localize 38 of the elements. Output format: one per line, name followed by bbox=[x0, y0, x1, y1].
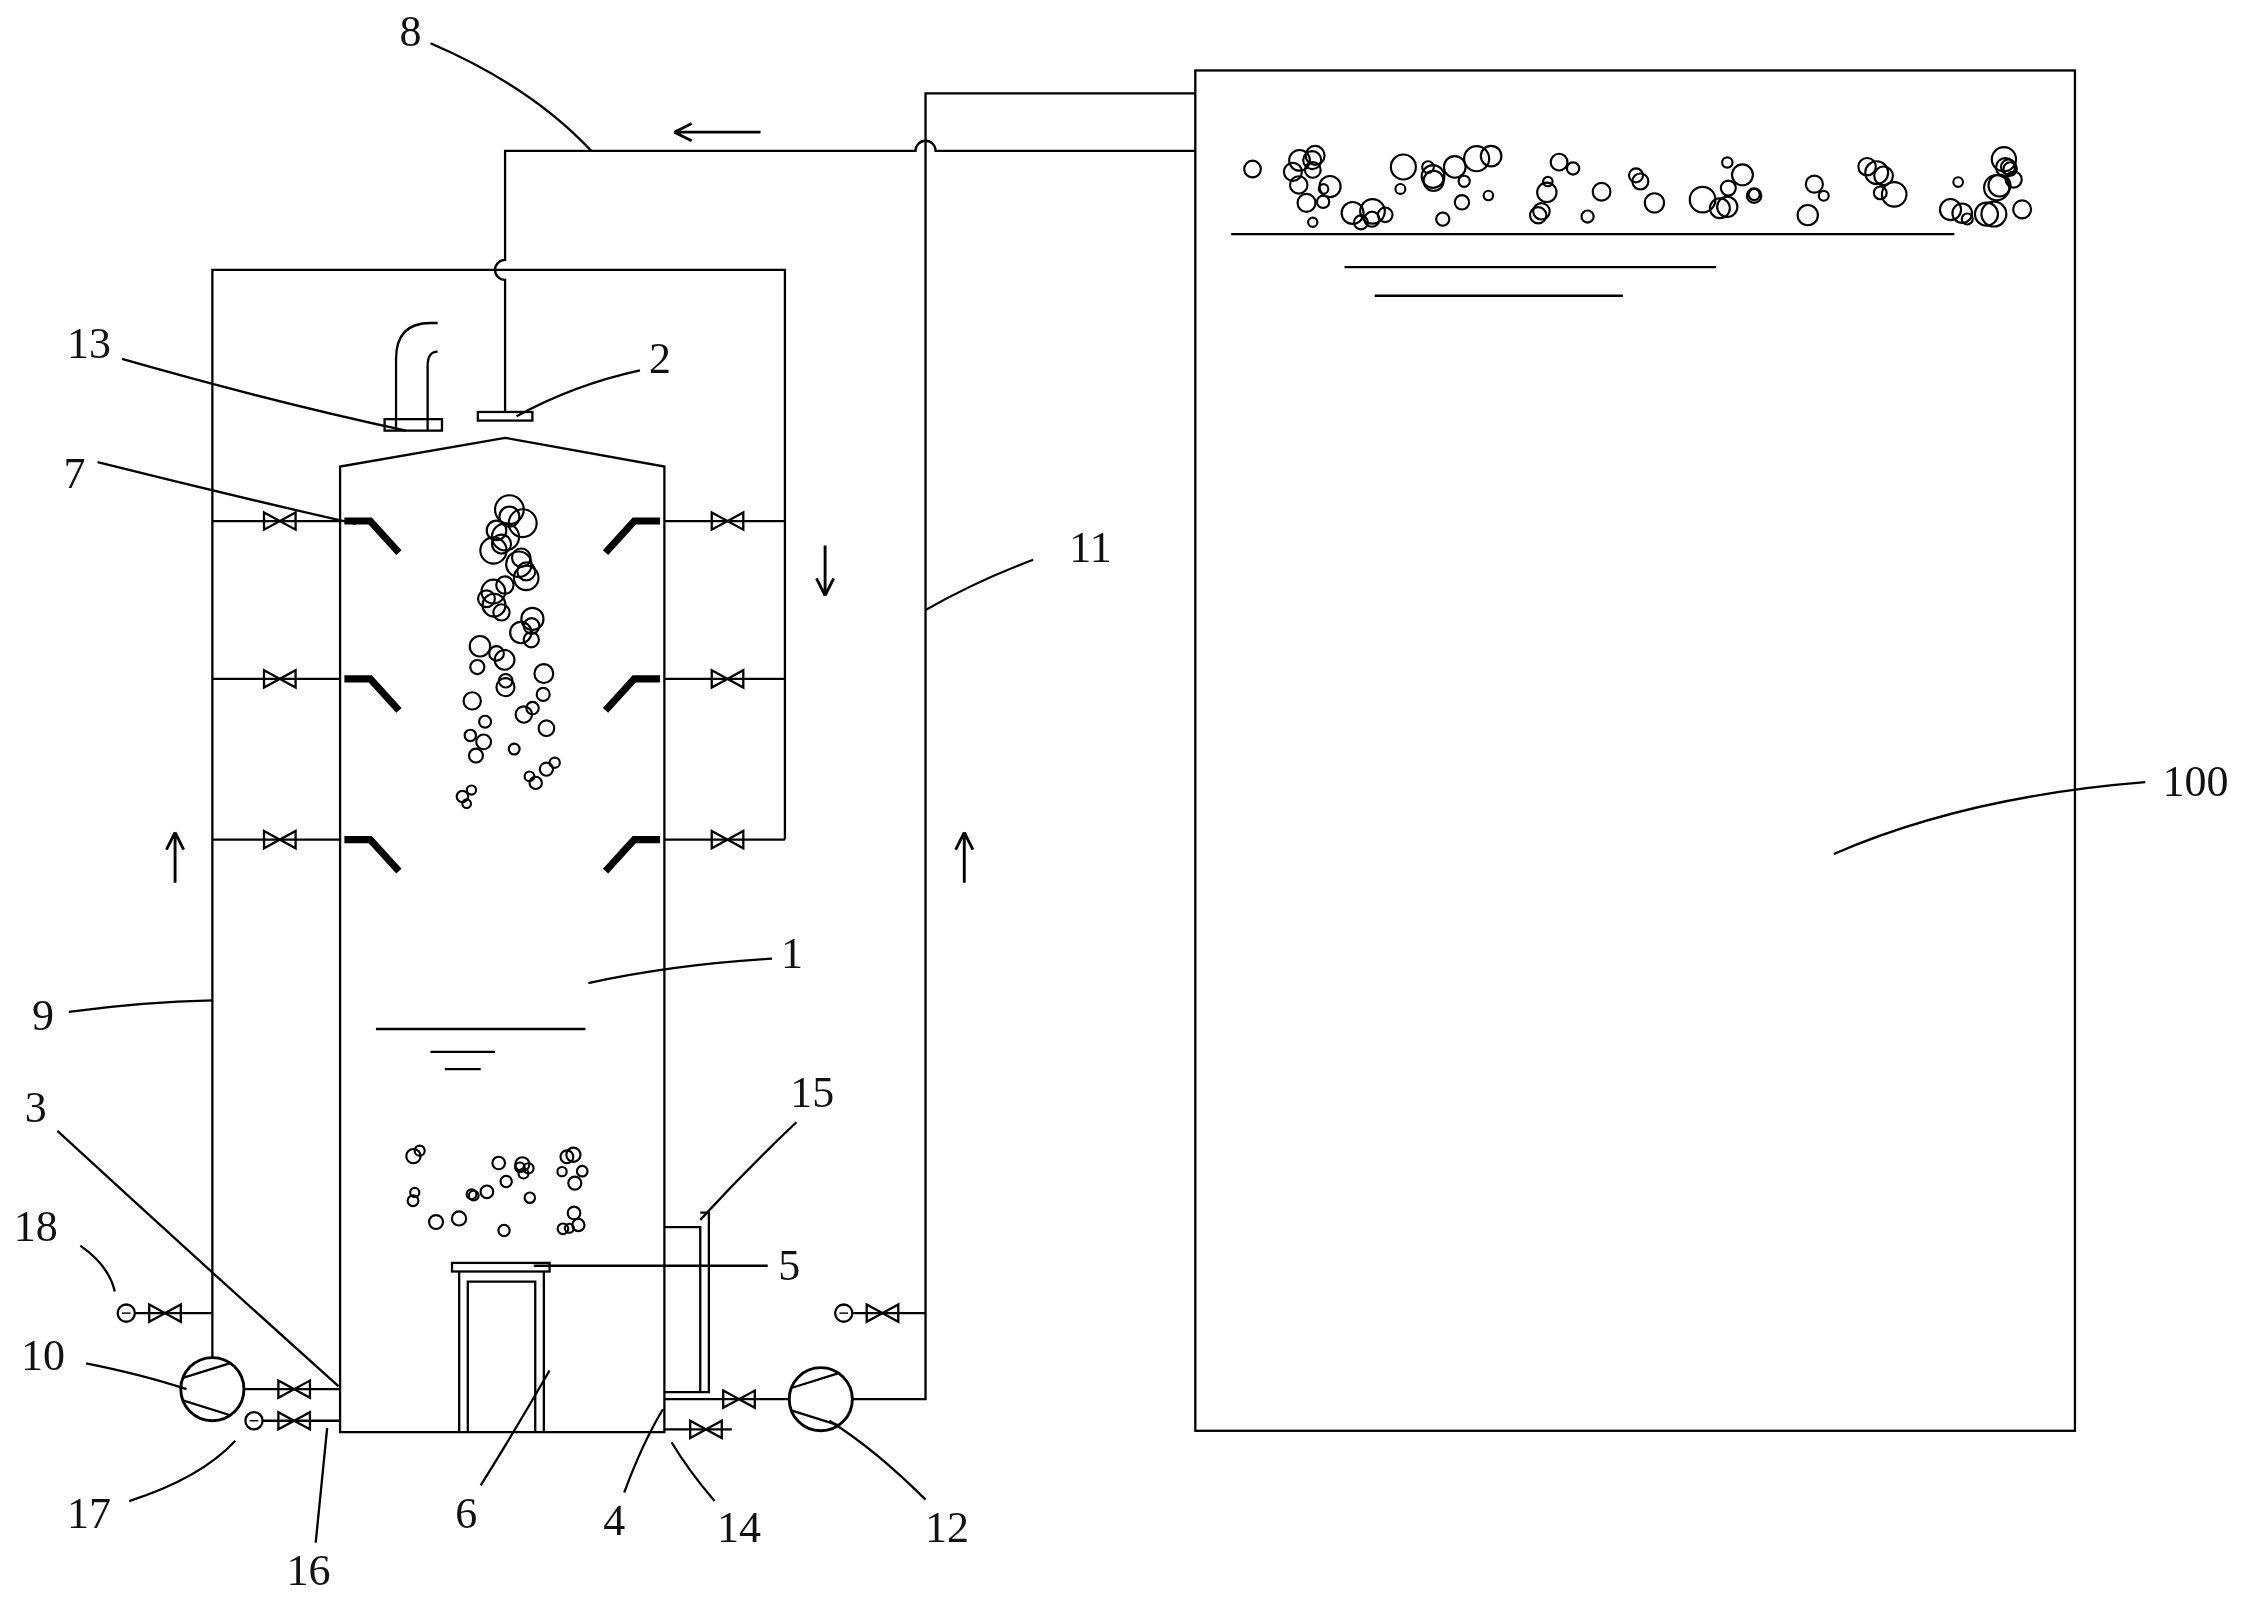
leader-line bbox=[1833, 781, 2146, 855]
leader-line bbox=[670, 1441, 716, 1502]
callout-number: 5 bbox=[778, 1243, 801, 1288]
leader-line bbox=[533, 1264, 768, 1267]
leader-line bbox=[314, 1427, 329, 1543]
callout-number: 16 bbox=[286, 1549, 331, 1594]
callout-number: 4 bbox=[603, 1499, 626, 1544]
callout-number: 8 bbox=[399, 9, 422, 54]
callout-number: 10 bbox=[21, 1334, 66, 1378]
leader-line bbox=[699, 1121, 798, 1221]
leader-line bbox=[430, 42, 593, 152]
leader-line bbox=[828, 1419, 927, 1501]
callout-number: 18 bbox=[13, 1204, 58, 1249]
callout-number: 3 bbox=[24, 1085, 47, 1130]
callout-number: 2 bbox=[649, 336, 672, 381]
callout-number: 14 bbox=[717, 1506, 761, 1551]
leader-line bbox=[85, 1362, 187, 1391]
leader-line bbox=[623, 1408, 664, 1493]
callout-number: 7 bbox=[63, 451, 86, 496]
callout-number: 11 bbox=[1069, 526, 1112, 571]
leader-line bbox=[97, 461, 357, 526]
callout-number: 17 bbox=[66, 1491, 111, 1536]
callout-number: 15 bbox=[790, 1071, 835, 1116]
leader-line bbox=[588, 957, 773, 985]
callout-number: 12 bbox=[925, 1506, 970, 1551]
leader-line bbox=[479, 1369, 551, 1486]
leader-line bbox=[924, 558, 1034, 611]
callout-number: 100 bbox=[2162, 760, 2229, 805]
callout-number: 9 bbox=[32, 993, 55, 1038]
leader-line bbox=[68, 999, 213, 1013]
leader-line bbox=[79, 1244, 116, 1292]
leader-line bbox=[516, 369, 641, 418]
callout-number: 1 bbox=[781, 932, 804, 977]
leader-line bbox=[56, 1130, 340, 1388]
callout-number: 6 bbox=[455, 1491, 478, 1536]
callout-number: 13 bbox=[66, 322, 111, 367]
leader-line bbox=[121, 357, 407, 432]
leader-line bbox=[128, 1440, 237, 1503]
